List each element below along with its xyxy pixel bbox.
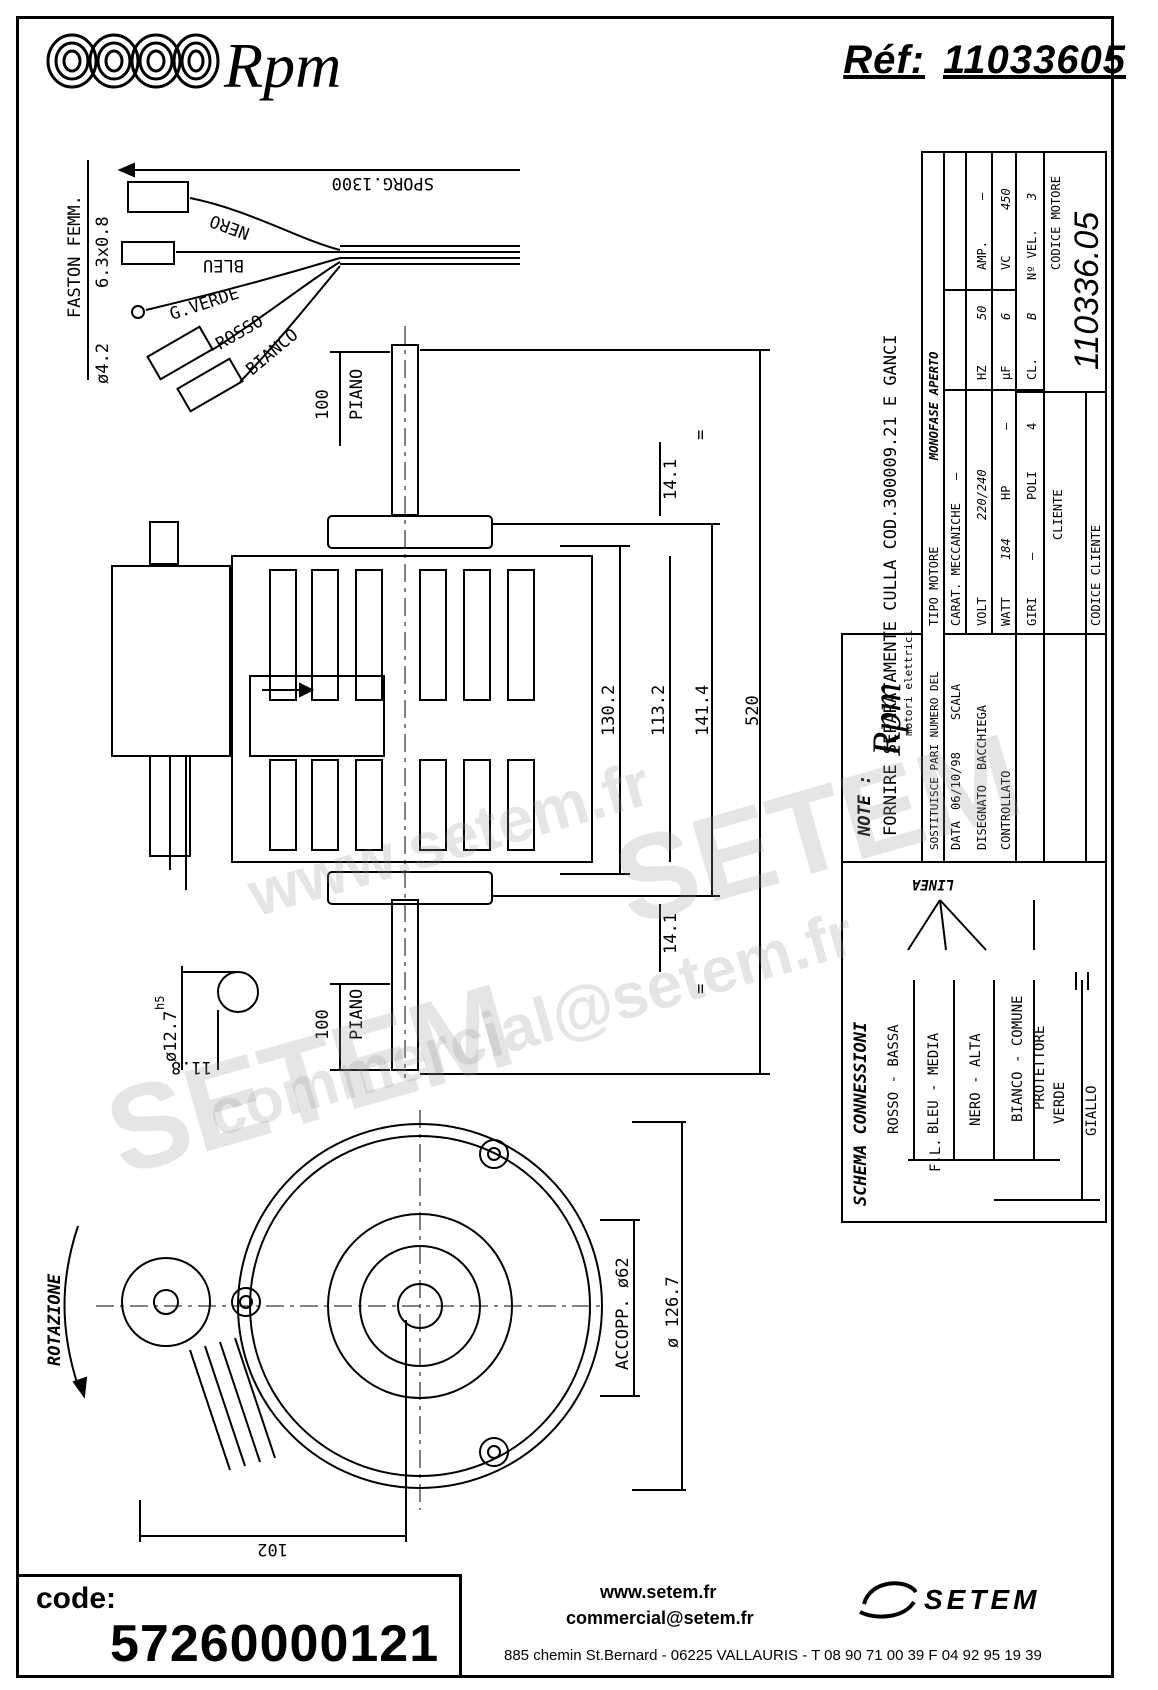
cl-label: CL. (1025, 358, 1039, 380)
notes-text: FORNIRE SEPARATAMENTE CULLA COD.300009.2… (881, 334, 901, 836)
poli-value: 4 (1025, 423, 1039, 430)
disegnato-label: DISEGNATO (975, 785, 989, 850)
wire-label-bleu: BLEU (203, 255, 244, 275)
body-diameter: ø 126.7 (663, 1276, 683, 1348)
dim-flat-bottom: 100 (313, 1009, 333, 1040)
hp-label: HP (999, 486, 1013, 500)
dim-520: 520 (743, 695, 763, 726)
ref-value: 11033605 (943, 38, 1126, 82)
dim-14-1-bottom: 14.1 (661, 913, 681, 954)
tipo-motore-label: TIPO MOTORE (927, 547, 941, 626)
flat-label-bottom: PIANO (347, 989, 367, 1040)
brand-name: Rpm (224, 30, 342, 101)
schema-giallo: GIALLO (1084, 1085, 1100, 1136)
notes-title: NOTE : (855, 775, 875, 837)
schema-wire-nero: NERO - ALTA (968, 1033, 984, 1126)
fl-label: F.L. (928, 1138, 944, 1172)
code-label: code: (36, 1582, 117, 1615)
codice-motore-value: 110336.05 (1068, 212, 1106, 370)
hp-value: — (999, 422, 1013, 430)
flat-label-top: PIANO (347, 369, 367, 420)
linea-label: LINEA (912, 876, 954, 892)
giri-value: — (1025, 552, 1039, 560)
schema-verde: VERDE (1052, 1082, 1068, 1124)
sostituisce-label: SOSTITUISCE PARI NUMERO DEL (928, 671, 941, 850)
hz-value: 50 (975, 306, 989, 320)
carat-value: — (949, 472, 963, 480)
code-value: 57260000121 (110, 1615, 440, 1673)
shaft-diameter: ø12.7 (161, 1011, 181, 1062)
amp-value: — (975, 192, 989, 200)
footer-address: 885 chemin St.Bernard - 06225 VALLAURIS … (504, 1647, 1042, 1664)
schema-wire-rosso: ROSSO - BASSA (886, 1024, 902, 1134)
equal-mark-bottom: = (691, 984, 711, 994)
nvel-value: 3 (1025, 193, 1039, 201)
faston-size: 6.3x0.8 (93, 216, 113, 288)
logo-subtitle: motori elettrici (902, 630, 915, 736)
nvel-label: Nº VEL. (1025, 229, 1039, 280)
uf-value: 6 (999, 313, 1013, 320)
spigot-diameter: ACCOPP. ø62 (613, 1257, 633, 1370)
ref-label: Réf: (843, 38, 925, 82)
carat-label: CARAT. MECCANICHE (949, 503, 963, 626)
dim-113-2: 113.2 (649, 685, 669, 736)
vc-label: VC (999, 256, 1013, 270)
setem-swirl-icon (859, 1581, 918, 1619)
faston-label: FASTON FEMM. (65, 195, 85, 318)
shaft-flat-dim: 11.8 (171, 1057, 212, 1077)
watt-label: WATT (999, 597, 1013, 626)
cl-value: B (1025, 313, 1039, 320)
scala-label: SCALA (949, 683, 963, 720)
tipo-motore-value: MONOFASE APERTO (927, 352, 941, 461)
dim-flat-top: 100 (313, 389, 333, 420)
schema-wire-bianco: BIANCO - COMUNE (1010, 996, 1026, 1122)
giri-label: GIRI (1025, 597, 1039, 626)
equal-mark-top: = (691, 430, 711, 440)
code-box (16, 1574, 462, 1678)
rotation-label: ROTAZIONE (45, 1273, 65, 1366)
footer-website[interactable]: www.setem.fr (600, 1582, 717, 1602)
controllato-label: CONTROLLATO (999, 771, 1013, 850)
title-block-logo-brand: Rpm (864, 683, 909, 757)
volt-label: VOLT (975, 597, 989, 626)
dim-130-2: 130.2 (599, 685, 619, 736)
footer-email[interactable]: commercial@setem.fr (566, 1608, 754, 1628)
shaft-tolerance: h5 (153, 996, 167, 1010)
codice-cliente-label: CODICE CLIENTE (1089, 525, 1103, 626)
wire-label-verde: G.VERDE (167, 284, 241, 325)
amp-label: AMP. (975, 241, 989, 270)
codice-motore-label: CODICE MOTORE (1049, 176, 1063, 270)
lead-length-label: SPORG.1300 (332, 173, 434, 193)
schema-title: SCHEMA CONNESSIONI (851, 1021, 871, 1206)
data-label: DATA (949, 820, 963, 850)
schema-wire-bleu: BLEU - MEDIA (926, 1032, 942, 1134)
reference-number: Réf: 11033605 (843, 38, 1126, 82)
rpm-coil-logo (46, 33, 220, 89)
wire-label-rosso: ROSSO (213, 311, 267, 354)
watt-value: 184 (999, 538, 1013, 560)
dim-14-1-top: 14.1 (661, 459, 681, 500)
data-value: 06/10/98 (949, 752, 963, 810)
hole-diameter: ø4.2 (93, 343, 113, 384)
volt-value: 220/240 (975, 469, 989, 520)
uf-label: μF (999, 366, 1013, 380)
dim-141-4: 141.4 (693, 685, 713, 736)
drawing-sheet-frame (16, 16, 1114, 1678)
vc-value: 450 (999, 188, 1013, 210)
disegnato-value: BACCHIEGA (975, 704, 989, 770)
width-102: 102 (257, 1539, 288, 1559)
cliente-label: CLIENTE (1051, 489, 1065, 540)
hz-label: HZ (975, 366, 989, 380)
schema-protettore: PROTETTORE (1032, 1026, 1048, 1110)
poli-label: POLI (1025, 471, 1039, 500)
setem-logo-text: SETEM (924, 1584, 1041, 1615)
